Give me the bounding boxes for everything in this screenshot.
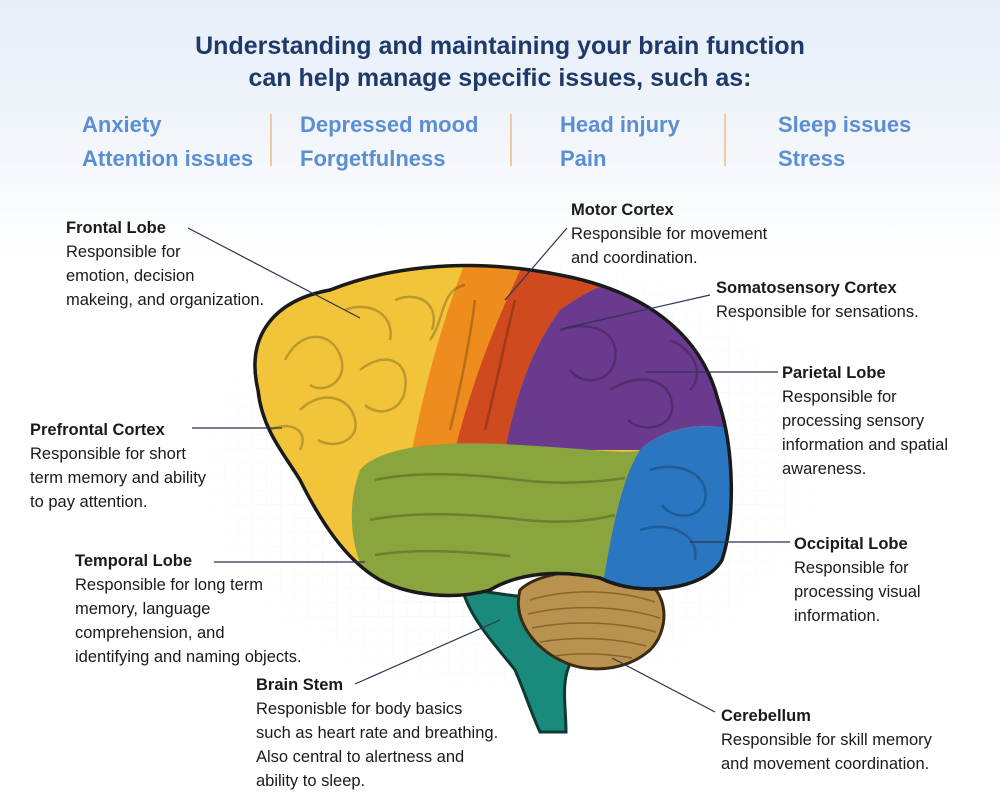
issue-column-2: Depressed mood Forgetfulness <box>300 108 479 176</box>
leader-line-cerebellum <box>611 657 716 713</box>
issue-item: Stress <box>778 146 846 171</box>
label-somatosensory-cortex: Somatosensory Cortex Responsible for sen… <box>716 276 919 324</box>
label-motor-cortex: Motor Cortex Responsible for movement an… <box>571 198 767 270</box>
issue-item: Head injury <box>560 112 680 137</box>
frontal-lobe-desc-line: emotion, decision <box>66 267 195 285</box>
cerebrum-outline <box>253 263 734 598</box>
label-prefrontal-cortex: Prefrontal Cortex Responsible for short … <box>30 418 206 514</box>
temporal-lobe-shape <box>351 443 640 596</box>
somatosensory-cortex-title: Somatosensory Cortex <box>716 279 897 297</box>
parietal-lobe-desc-line: information and spatial <box>782 436 949 454</box>
headline: Understanding and maintaining your brain… <box>0 30 1000 94</box>
issue-item: Pain <box>560 146 607 171</box>
prefrontal-cortex-desc-line: to pay attention. <box>30 493 148 511</box>
occipital-lobe-desc-line: information. <box>794 607 881 625</box>
brain-stem-title: Brain Stem <box>256 676 344 694</box>
leader-line-motor <box>504 227 568 301</box>
leader-line-brain-stem <box>354 619 501 685</box>
brain-stem-desc-line: Responisble for body basics <box>256 700 463 718</box>
motor-cortex-title: Motor Cortex <box>571 201 674 219</box>
frontal-lobe-desc-line: makeing, and organization. <box>66 291 265 309</box>
headline-line-2: can help manage specific issues, such as… <box>248 64 752 92</box>
label-parietal-lobe: Parietal Lobe Responsible for processing… <box>782 361 948 481</box>
parietal-lobe-desc-line: Responsible for <box>782 388 897 406</box>
temporal-lobe-title: Temporal Lobe <box>75 552 193 570</box>
occipital-lobe-desc-line: processing visual <box>794 583 921 601</box>
label-occipital-lobe: Occipital Lobe Responsible for processin… <box>794 532 921 628</box>
somatosensory-cortex-shape <box>455 265 620 450</box>
brain-stem-desc-line: Also central to alertness and <box>256 748 465 766</box>
prefrontal-cortex-desc-line: Responsible for short <box>30 445 186 463</box>
parietal-lobe-title: Parietal Lobe <box>782 364 886 382</box>
leader-line-somatosensory <box>564 294 711 329</box>
parietal-lobe-desc-line: awareness. <box>782 460 867 478</box>
temporal-lobe-desc-line: memory, language <box>75 600 211 618</box>
frontal-lobe-desc-line: Responsible for <box>66 243 181 261</box>
prefrontal-cortex-title: Prefrontal Cortex <box>30 421 165 439</box>
brain-stem-desc-line: such as heart rate and breathing. <box>256 724 499 742</box>
issue-divider <box>270 114 272 166</box>
somatosensory-cortex-desc-line: Responsible for sensations. <box>716 303 919 321</box>
gyri-texture <box>269 283 707 561</box>
issue-divider <box>510 114 512 166</box>
issue-item: Anxiety <box>82 112 162 137</box>
issue-column-1: Anxiety Attention issues <box>82 108 253 176</box>
cerebellum-folds <box>527 591 661 659</box>
leader-line-frontal <box>187 227 361 319</box>
occipital-lobe-shape <box>600 426 732 596</box>
issues-list: Anxiety Attention issues Depressed mood … <box>0 108 1000 178</box>
issue-item: Forgetfulness <box>300 146 446 171</box>
brain-stem-desc-line: ability to sleep. <box>256 772 366 790</box>
motor-cortex-desc-line: and coordination. <box>571 249 698 267</box>
cerebellum-desc-line: Responsible for skill memory <box>721 731 932 749</box>
leader-lines <box>187 227 790 713</box>
prefrontal-cortex-desc-line: term memory and ability <box>30 469 207 487</box>
temporal-lobe-desc-line: Responsible for long term <box>75 576 264 594</box>
occipital-lobe-desc-line: Responsible for <box>794 559 909 577</box>
frontal-lobe-title: Frontal Lobe <box>66 219 166 237</box>
issue-divider <box>724 114 726 166</box>
issue-column-4: Sleep issues Stress <box>778 108 911 176</box>
cerebellum-title: Cerebellum <box>721 707 811 725</box>
issue-item: Sleep issues <box>778 112 912 137</box>
label-brain-stem: Brain Stem Responisble for body basics s… <box>256 673 498 793</box>
label-frontal-lobe: Frontal Lobe Responsible for emotion, de… <box>66 216 264 312</box>
issue-item: Attention issues <box>82 146 254 171</box>
motor-cortex-shape <box>412 265 530 450</box>
issue-item: Depressed mood <box>300 112 479 137</box>
label-temporal-lobe: Temporal Lobe Responsible for long term … <box>75 549 302 669</box>
headline-line-1: Understanding and maintaining your brain… <box>195 32 805 60</box>
temporal-lobe-desc-line: identifying and naming objects. <box>75 648 302 666</box>
issue-column-3: Head injury Pain <box>560 108 680 176</box>
temporal-lobe-desc-line: comprehension, and <box>75 624 225 642</box>
parietal-lobe-desc-line: processing sensory <box>782 412 925 430</box>
motor-cortex-desc-line: Responsible for movement <box>571 225 768 243</box>
cerebellum-desc-line: and movement coordination. <box>721 755 930 773</box>
label-cerebellum: Cerebellum Responsible for skill memory … <box>721 704 932 776</box>
occipital-lobe-title: Occipital Lobe <box>794 535 908 553</box>
